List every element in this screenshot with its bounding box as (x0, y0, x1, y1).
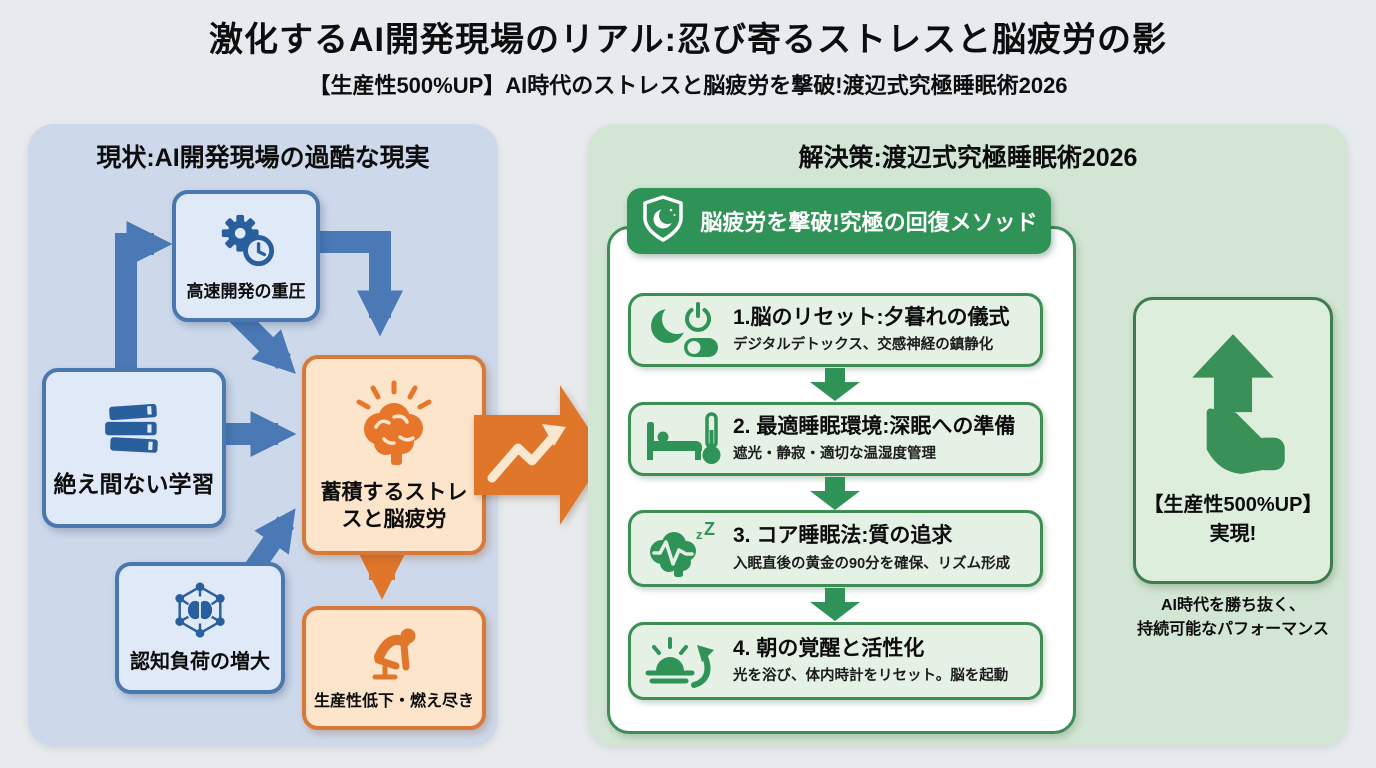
result-line2: 実現! (1209, 523, 1257, 545)
result-line1: 【生産性500%UP】 (1143, 494, 1323, 516)
node-burnout: 生産性低下・燃え尽き (302, 606, 486, 730)
step-2-title: 2. 最適睡眠環境:深眠への準備 (733, 414, 1016, 438)
gear-clock-icon (216, 210, 276, 275)
moon-power-toggle-icon (641, 299, 725, 361)
step-2-subtitle: 遮光・静寂・適切な温湿度管理 (733, 446, 936, 463)
step-3-subtitle: 入眠直後の黄金の90分を確保、リズム形成 (733, 555, 1011, 572)
step-1-title: 1.脳のリセット:夕暮れの儀式 (733, 305, 1010, 329)
step-4-subtitle: 光を浴び、体内時計をリセット。脳を起動 (733, 668, 1009, 685)
books-icon (99, 397, 169, 464)
page-subtitle: 【生産性500%UP】AI時代のストレスと脳疲労を撃破!渡辺式究極睡眠術2026 (308, 73, 1068, 98)
method-badge: 脳疲労を撃破!究極の回復メソッド (627, 188, 1051, 254)
step-3: z Z 3. コア睡眠法:質の追求 入眠直後の黄金の90分を確保、リズム形成 (628, 510, 1043, 587)
current-state-title: 現状:AI開発現場の過酷な現実 (96, 144, 430, 172)
stress-to-solution-arrow (474, 382, 608, 533)
svg-text:z: z (696, 527, 703, 542)
step-arrow-3-4 (810, 588, 860, 621)
step-3-title: 3. コア睡眠法:質の追求 (733, 524, 953, 548)
result-text: 【生産性500%UP】 実現! (1144, 491, 1323, 549)
node-pressure-label: 高速開発の重圧 (186, 281, 306, 301)
result-caption-line1: AI時代を勝ち抜く、 (1160, 597, 1305, 614)
step-2: 2. 最適睡眠環境:深眠への準備 遮光・静寂・適切な温湿度管理 (628, 402, 1043, 476)
node-stress: 蓄積するストレ スと脳疲労 (302, 355, 486, 555)
step-arrow-2-3 (810, 477, 860, 510)
step-1-subtitle: デジタルデトックス、交感神経の鎮静化 (733, 337, 994, 354)
arrow-pressure-right-to-stress (312, 231, 404, 337)
shield-moon-icon (640, 194, 686, 249)
solution-title: 解決策:渡辺式究極睡眠術2026 (798, 144, 1138, 172)
page-title: 激化するAI開発現場のリアル:忍び寄るストレスと脳疲労の影 (209, 21, 1167, 59)
step-4: 4. 朝の覚醒と活性化 光を浴び、体内時計をリセット。脳を起動 (628, 622, 1043, 700)
node-learning: 絶え間ない学習 (42, 368, 226, 528)
node-stress-label: 蓄積するストレ スと脳疲労 (321, 480, 468, 533)
step-4-title: 4. 朝の覚醒と活性化 (733, 636, 925, 660)
step-2-text: 2. 最適睡眠環境:深眠への準備 遮光・静寂・適切な温湿度管理 (733, 415, 1015, 463)
step-1-text: 1.脳のリセット:夕暮れの儀式 デジタルデトックス、交感神経の鎮静化 (733, 306, 1010, 354)
sunrise-arrow-icon (641, 631, 725, 691)
step-1: 1.脳のリセット:夕暮れの儀式 デジタルデトックス、交感神経の鎮静化 (628, 293, 1043, 367)
node-burnout-label: 生産性低下・燃え尽き (313, 692, 474, 710)
result-box: 【生産性500%UP】 実現! (1133, 297, 1333, 584)
node-cognitive: 認知負荷の増大 (115, 562, 285, 694)
brain-rays-icon (348, 377, 440, 474)
step-arrow-1-2 (810, 368, 860, 401)
node-pressure: 高速開発の重圧 (172, 190, 320, 322)
node-learning-label: 絶え間ない学習 (53, 471, 215, 498)
network-brain-icon (171, 581, 229, 644)
result-caption-line2: 持続可能なパフォーマンス (1137, 621, 1329, 638)
burnout-person-icon (366, 625, 422, 686)
step-3-text: 3. コア睡眠法:質の追求 入眠直後の黄金の90分を確保、リズム形成 (733, 524, 1010, 572)
node-cognitive-label: 認知負荷の増大 (130, 651, 270, 673)
node-stress-label-line1: 蓄積するストレ (320, 481, 468, 505)
brain-sleep-icon: z Z (641, 519, 725, 579)
step-4-text: 4. 朝の覚醒と活性化 光を浴び、体内時計をリセット。脳を起動 (733, 637, 1008, 685)
node-stress-label-line2: スと脳疲労 (341, 507, 447, 531)
solution-panel: 解決策:渡辺式究極睡眠術2026 脳疲労を撃破!究極の回復メソッド (588, 124, 1348, 746)
method-badge-label: 脳疲労を撃破!究極の回復メソッド (700, 210, 1038, 235)
result-caption: AI時代を勝ち抜く、 持続可能なパフォーマンス (1093, 594, 1373, 642)
trending-up-icon (487, 424, 566, 483)
bed-thermometer-icon (641, 409, 725, 469)
arrow-learning-to-pressure (115, 220, 173, 376)
svg-text:Z: Z (704, 519, 715, 539)
current-state-panel: 現状:AI開発現場の過酷な現実 (28, 124, 498, 746)
muscle-up-arrow-icon (1174, 332, 1292, 481)
